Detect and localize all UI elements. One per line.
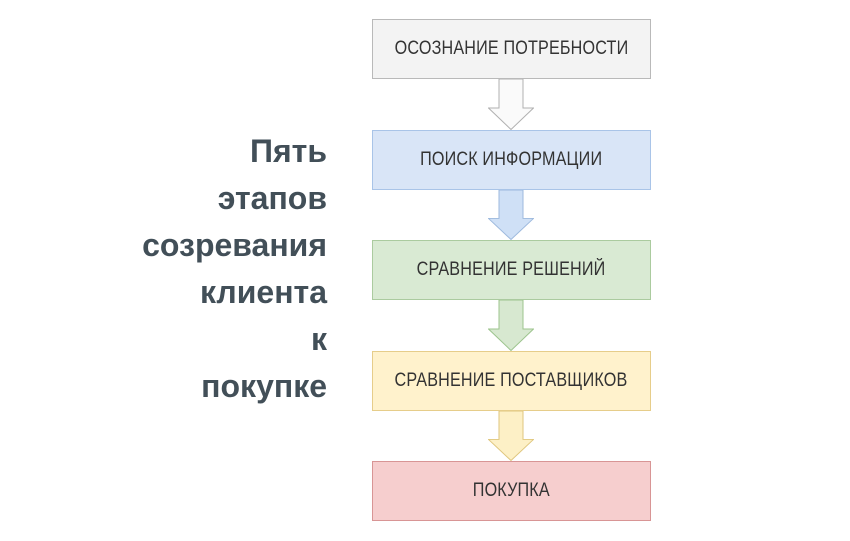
flow-arrow-2-icon xyxy=(488,190,534,240)
stage-label-solution-comparison: СРАВНЕНИЕ РЕШЕНИЙ xyxy=(417,259,606,280)
flow-arrow-4-icon xyxy=(488,411,534,461)
flow-arrow-1-icon xyxy=(488,79,534,130)
stage-label-information-search: ПОИСК ИНФОРМАЦИИ xyxy=(420,149,603,170)
stage-box-purchase: ПОКУПКА xyxy=(372,461,651,521)
stage-label-purchase: ПОКУПКА xyxy=(472,480,551,501)
stage-box-need-recognition: ОСОЗНАНИЕ ПОТРЕБНОСТИ xyxy=(372,19,651,79)
flow-arrow-3-icon xyxy=(488,300,534,351)
stage-label-vendor-comparison: СРАВНЕНИЕ ПОСТАВЩИКОВ xyxy=(395,370,628,391)
stage-box-vendor-comparison: СРАВНЕНИЕ ПОСТАВЩИКОВ xyxy=(372,351,651,411)
stage-box-solution-comparison: СРАВНЕНИЕ РЕШЕНИЙ xyxy=(372,240,651,300)
diagram-title: Пять этапов созревания клиента к покупке xyxy=(142,133,327,404)
stage-label-need-recognition: ОСОЗНАНИЕ ПОТРЕБНОСТИ xyxy=(394,38,629,59)
stage-box-information-search: ПОИСК ИНФОРМАЦИИ xyxy=(372,130,651,190)
